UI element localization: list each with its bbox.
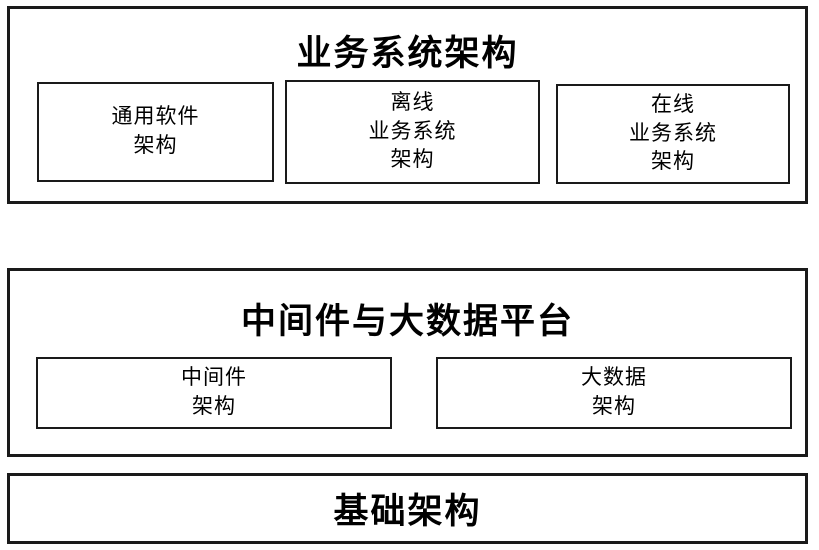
box-online-business-system-architecture: 在线 业务系统 架构 [556, 84, 790, 184]
section-basic-architecture: 基础架构 [7, 473, 808, 544]
box-bigdata-architecture: 大数据 架构 [436, 357, 792, 429]
section-title-middleware-bigdata: 中间件与大数据平台 [240, 302, 574, 341]
box-middleware-architecture: 中间件 架构 [36, 357, 392, 429]
box-offline-business-system-architecture: 离线 业务系统 架构 [285, 80, 540, 184]
section-middleware-bigdata: 中间件与大数据平台 中间件 架构 大数据 架构 [7, 268, 808, 457]
section-title-business-system: 业务系统架构 [296, 34, 519, 73]
section-title-basic-architecture: 基础架构 [333, 492, 482, 531]
box-general-software-architecture: 通用软件 架构 [37, 82, 274, 182]
section-business-system: 业务系统架构 通用软件 架构 离线 业务系统 架构 在线 业务系统 架构 [7, 6, 808, 204]
